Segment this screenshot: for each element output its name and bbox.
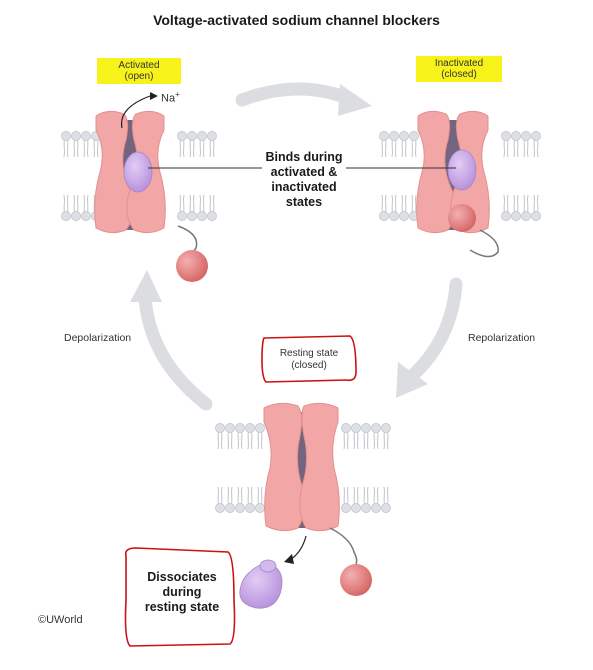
binds-line3: inactivated	[271, 180, 337, 194]
dissociation-arrow	[284, 535, 307, 564]
cycle-arrow-top	[235, 82, 372, 116]
inactivation-ball-resting	[329, 527, 372, 596]
state-label-inactivated-line2: (closed)	[441, 69, 477, 80]
state-label-resting-line2: (closed)	[291, 360, 327, 371]
drug-molecule-free	[239, 559, 283, 609]
state-label-activated: Activated (open)	[97, 58, 181, 84]
channel-activated	[94, 110, 166, 234]
ion-label: Na+	[161, 90, 180, 105]
state-label-inactivated: Inactivated (closed)	[416, 56, 502, 82]
state-label-activated-line2: (open)	[124, 71, 154, 82]
binds-line1: Binds during	[265, 150, 343, 164]
binds-line2: activated &	[270, 165, 338, 179]
state-label-activated-line1: Activated	[118, 60, 160, 71]
repolarization-label: Repolarization	[468, 332, 536, 344]
ion-symbol: Na	[161, 92, 176, 105]
ion-flow-arrow	[120, 92, 158, 129]
cycle-arrow-left	[130, 270, 213, 411]
binds-line4: states	[285, 195, 323, 209]
annotation-box-dissociates	[124, 547, 236, 647]
state-label-inactivated-line1: Inactivated	[434, 58, 484, 69]
dissociates-line2: during	[162, 585, 202, 599]
dissociates-line3: resting state	[144, 600, 220, 614]
channel-resting	[263, 402, 340, 532]
inactivation-ball-inactivated	[448, 204, 499, 258]
binds-label: Binds during activated & inactivated sta…	[252, 150, 356, 210]
annotation-box-resting	[261, 335, 357, 383]
drug-molecule-activated	[123, 151, 153, 193]
inactivation-ball-activated	[176, 225, 208, 282]
copyright-label: ©UWorld	[38, 614, 83, 626]
depolarization-label: Depolarization	[64, 332, 132, 344]
page-title: Voltage-activated sodium channel blocker…	[153, 12, 440, 28]
ion-charge: +	[175, 90, 180, 99]
state-label-resting-line1: Resting state	[279, 348, 339, 359]
cycle-arrow-right	[396, 277, 463, 398]
drug-molecule-inactivated	[447, 149, 477, 191]
state-label-resting: Resting state (closed)	[264, 348, 354, 372]
dissociates-label: Dissociates during resting state	[134, 570, 230, 615]
dissociates-line1: Dissociates	[147, 570, 217, 584]
